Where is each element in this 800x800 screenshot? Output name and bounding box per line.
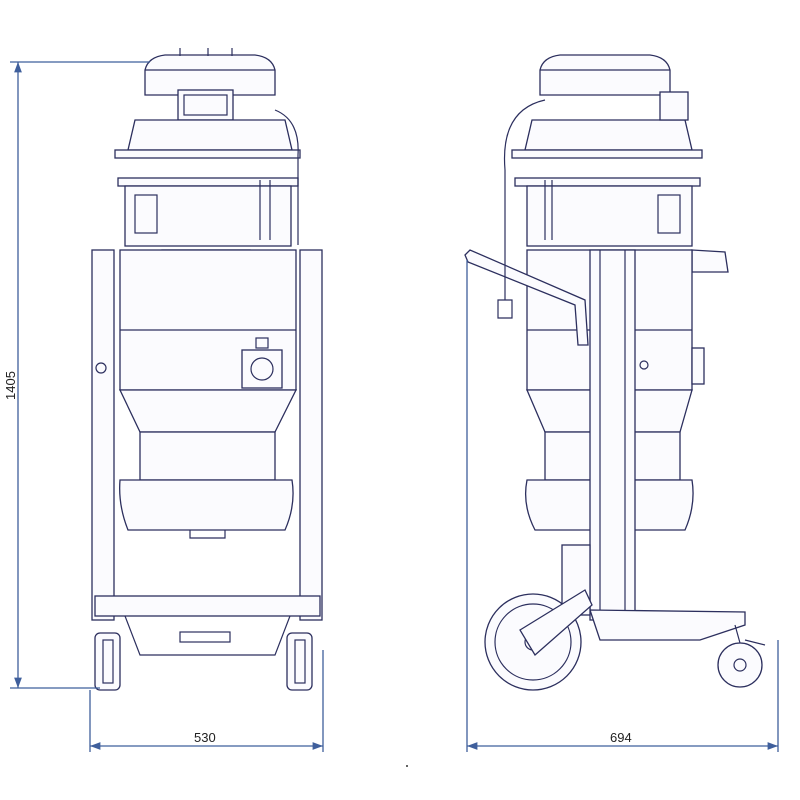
side-width-label: 694 [610, 730, 632, 745]
front-wheels [94, 632, 313, 691]
dimension-front-width: 530 [89, 650, 324, 752]
front-width-label: 530 [194, 730, 216, 745]
front-tank [118, 249, 298, 539]
side-upper-chamber [526, 180, 729, 273]
front-frame [91, 249, 323, 656]
power-cord [497, 250, 513, 319]
side-column-and-base [561, 249, 746, 641]
front-view [91, 48, 323, 691]
side-view [464, 54, 766, 691]
stray-dot [406, 765, 408, 767]
height-label: 1405 [3, 371, 18, 400]
front-motor-head [114, 48, 301, 245]
side-wheels [484, 589, 766, 691]
dimension-height: 1405 [3, 61, 150, 689]
side-motor-head [503, 54, 703, 250]
dimension-side-width: 694 [466, 260, 779, 752]
side-handle [464, 249, 589, 346]
